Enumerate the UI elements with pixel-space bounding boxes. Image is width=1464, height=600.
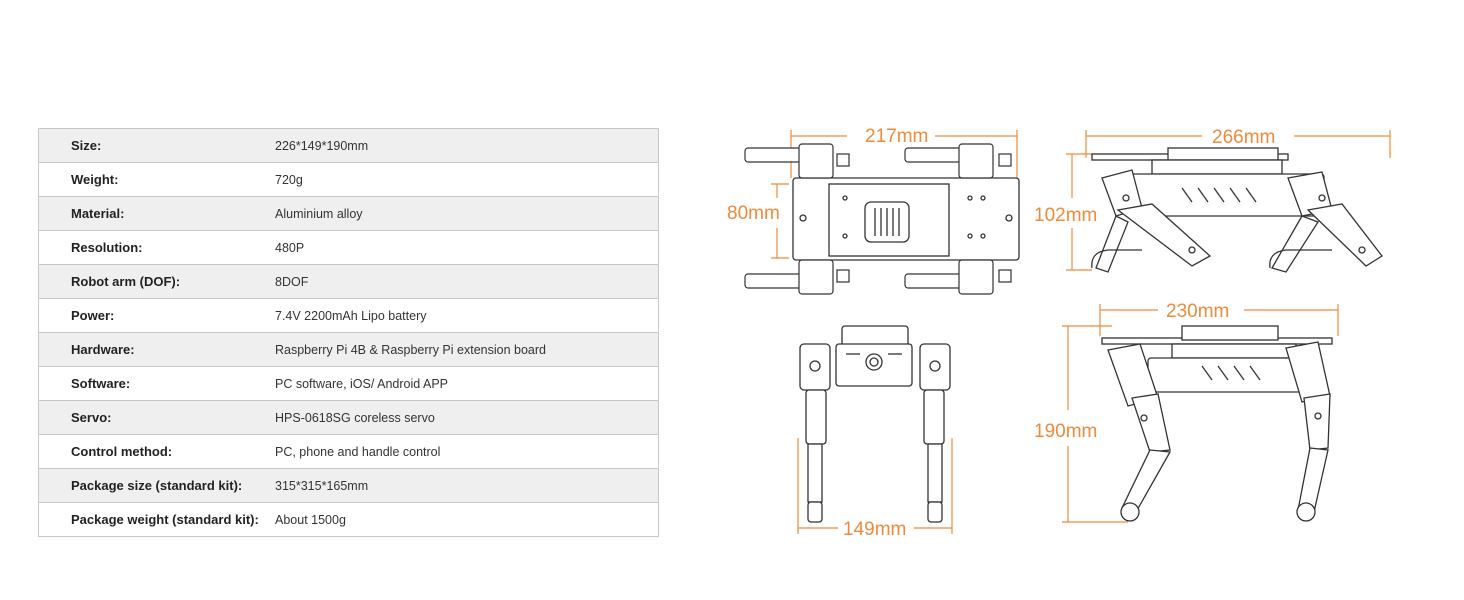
spec-value: PC, phone and handle control: [275, 444, 441, 459]
spec-value: 226*149*190mm: [275, 138, 369, 153]
spec-value: 720g: [275, 172, 303, 187]
top-width-label: 217mm: [865, 126, 928, 147]
spec-row-package-size: Package size (standard kit): 315*315*165…: [39, 469, 658, 503]
spec-row-robot-arm: Robot arm (DOF): 8DOF: [39, 265, 658, 299]
spec-label: Weight:: [71, 172, 119, 187]
spec-label: Robot arm (DOF):: [71, 274, 181, 289]
spec-value: 315*315*165mm: [275, 478, 369, 493]
spec-label: Resolution:: [71, 240, 143, 255]
spec-value: PC software, iOS/ Android APP: [275, 376, 448, 391]
spec-row-control-method: Control method: PC, phone and handle con…: [39, 435, 658, 469]
spec-label: Hardware:: [71, 342, 135, 357]
spec-label: Software:: [71, 376, 131, 391]
robot-top-body: [792, 177, 1020, 261]
front-width-dimension-line: [797, 438, 953, 534]
spec-row-resolution: Resolution: 480P: [39, 231, 658, 265]
stand-height-label: 190mm: [1034, 421, 1097, 442]
standing-view-diagram: 230mm 190mm: [1034, 301, 1339, 523]
spec-value: 480P: [275, 240, 305, 255]
top-depth-label: 80mm: [727, 203, 780, 224]
robot-front-body: [835, 325, 913, 387]
robot-top-legs: [744, 143, 1012, 295]
stand-length-dimension-line: [1062, 304, 1339, 523]
robot-front-legs: [799, 343, 951, 523]
spec-row-servo: Servo: HPS-0618SG coreless servo: [39, 401, 658, 435]
spec-label: Servo:: [71, 410, 112, 425]
spec-row-size: Size: 226*149*190mm: [39, 129, 658, 163]
spec-table: Size: 226*149*190mm Weight: 720g Materia…: [38, 128, 659, 537]
spec-value: HPS-0618SG coreless servo: [275, 410, 435, 425]
robot-standing-legs: [1107, 341, 1331, 522]
robot-standing-body: [1101, 325, 1333, 393]
spec-value: 7.4V 2200mAh Lipo battery: [275, 308, 427, 323]
spec-value: 8DOF: [275, 274, 309, 289]
robot-side-legs: [1091, 169, 1383, 273]
top-view-diagram: 217mm 80mm: [727, 126, 1020, 295]
side-height-label: 102mm: [1034, 205, 1097, 226]
side-length-dimension-line: [1066, 130, 1391, 271]
spec-value: About 1500g: [275, 512, 346, 527]
spec-row-power: Power: 7.4V 2200mAh Lipo battery: [39, 299, 658, 333]
spec-row-weight: Weight: 720g: [39, 163, 658, 197]
spec-row-package-weight: Package weight (standard kit): About 150…: [39, 503, 658, 537]
spec-value: Raspberry Pi 4B & Raspberry Pi extension…: [275, 342, 546, 357]
spec-row-material: Material: Aluminium alloy: [39, 197, 658, 231]
spec-label: Size:: [71, 138, 102, 153]
spec-row-hardware: Hardware: Raspberry Pi 4B & Raspberry Pi…: [39, 333, 658, 367]
spec-row-software: Software: PC software, iOS/ Android APP: [39, 367, 658, 401]
front-width-label: 149mm: [843, 519, 906, 540]
stand-length-label: 230mm: [1166, 301, 1229, 322]
side-view-diagram: 266mm 102mm: [1034, 127, 1391, 273]
spec-label: Material:: [71, 206, 125, 221]
spec-label: Package size (standard kit):: [71, 478, 243, 493]
spec-value: Aluminium alloy: [275, 206, 363, 221]
spec-label: Power:: [71, 308, 115, 323]
side-length-label: 266mm: [1212, 127, 1275, 148]
front-view-diagram: 149mm: [797, 325, 953, 540]
spec-label: Control method:: [71, 444, 173, 459]
spec-label: Package weight (standard kit):: [71, 512, 259, 527]
